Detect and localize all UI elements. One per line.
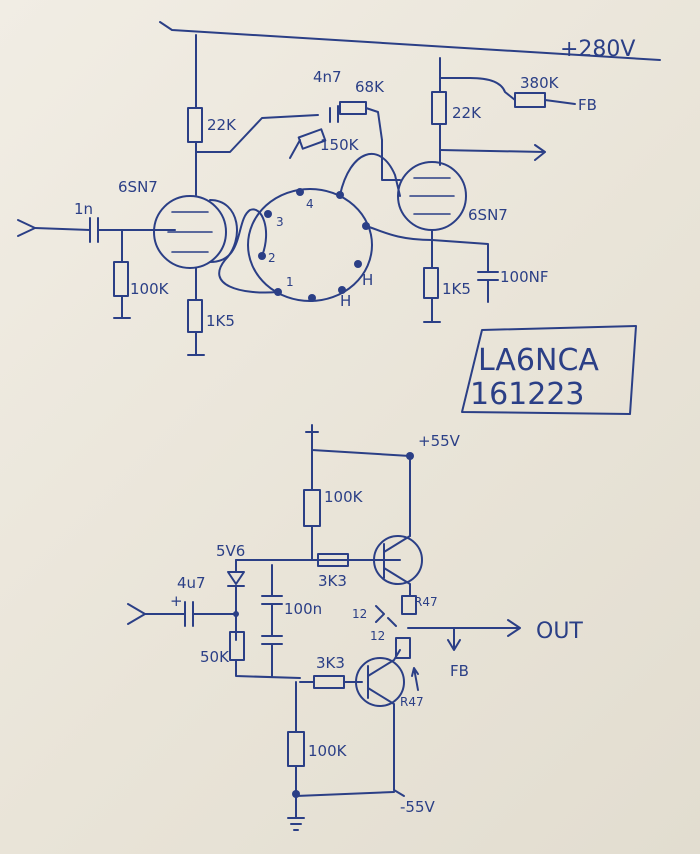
svg-text:100n: 100n [284, 600, 322, 618]
svg-text:R47: R47 [414, 595, 438, 609]
svg-text:1K5: 1K5 [206, 312, 235, 330]
svg-text:R47: R47 [400, 695, 424, 709]
pot-150k [297, 128, 327, 150]
feedback-cap [329, 105, 339, 123]
svg-text:H: H [340, 292, 351, 310]
svg-text:2: 2 [268, 251, 276, 265]
svg-text:1: 1 [286, 275, 294, 289]
output-arrow-ss [407, 619, 521, 637]
svg-text:1K5: 1K5 [442, 280, 471, 298]
svg-text:100K: 100K [130, 280, 170, 298]
tube-left [153, 195, 227, 269]
input-arrow-tube [17, 219, 36, 237]
pot-68k [339, 101, 367, 115]
cathode-resistor-left [187, 299, 203, 333]
svg-text:22K: 22K [452, 104, 482, 122]
grid-resistor [113, 261, 129, 297]
zener-diode [227, 559, 245, 587]
svg-text:12: 12 [352, 607, 367, 621]
base-resistor-bottom [313, 675, 345, 689]
svg-text:22K: 22K [207, 116, 237, 134]
svg-text:150K: 150K [320, 136, 360, 154]
svg-text:68K: 68K [355, 78, 385, 96]
svg-text:1n: 1n [74, 200, 93, 218]
svg-text:6SN7: 6SN7 [468, 206, 508, 224]
emitter-resistor-bottom [395, 637, 411, 659]
svg-text:161223: 161223 [470, 377, 585, 412]
bias-diodes [375, 605, 397, 627]
svg-text:3K3: 3K3 [318, 572, 347, 590]
svg-text:6SN7: 6SN7 [118, 178, 158, 196]
svg-text:100K: 100K [324, 488, 364, 506]
svg-text:3: 3 [276, 215, 284, 229]
input-cap-ss [184, 601, 194, 627]
svg-text:12: 12 [370, 629, 385, 643]
svg-text:380K: 380K [520, 74, 560, 92]
svg-text:4: 4 [306, 197, 314, 211]
top-bias-resistor [303, 489, 321, 527]
ground-symbol [287, 795, 305, 831]
svg-text:+: + [170, 592, 183, 610]
svg-text:100K: 100K [308, 742, 348, 760]
svg-text:-55V: -55V [400, 798, 435, 816]
mid-caps [261, 564, 283, 677]
input-arrow-ss [127, 603, 146, 625]
svg-text:FB: FB [578, 96, 597, 114]
svg-text:4n7: 4n7 [313, 68, 342, 86]
ss-stage: +55V 100K 5V6 + 4u7 50K 100n 3K3 3K3 [127, 424, 583, 831]
output-arrow-tube [439, 144, 546, 161]
hv-label: +280V [560, 37, 635, 62]
emitter-resistor-top [401, 595, 417, 615]
input-cap-tube [89, 217, 99, 243]
hv-rail [159, 21, 661, 61]
transistor-top [373, 535, 423, 585]
anode-resistor-right [431, 91, 447, 125]
svg-text:100NF: 100NF [500, 268, 548, 286]
fb-resistor [514, 92, 546, 108]
svg-text:LA6NCA: LA6NCA [478, 343, 599, 378]
bottom-bias-resistor [287, 731, 305, 767]
svg-text:FB: FB [450, 662, 469, 680]
svg-text:5V6: 5V6 [216, 542, 245, 560]
svg-text:4u7: 4u7 [177, 574, 206, 592]
tube-stage: +280V 22K 4n7 68K 150K 22K 380K FB 1n [17, 21, 661, 356]
cathode-resistor-right [423, 267, 439, 299]
svg-text:H: H [362, 271, 373, 289]
svg-text:3K3: 3K3 [316, 654, 345, 672]
svg-text:50K: 50K [200, 648, 230, 666]
anode-resistor-left [187, 107, 203, 143]
cathode-cap [477, 271, 499, 303]
svg-text:OUT: OUT [536, 619, 583, 644]
stamp-box: LA6NCA 161223 [461, 325, 637, 415]
transistor-bottom [355, 657, 405, 707]
svg-text:+55V: +55V [418, 432, 461, 450]
